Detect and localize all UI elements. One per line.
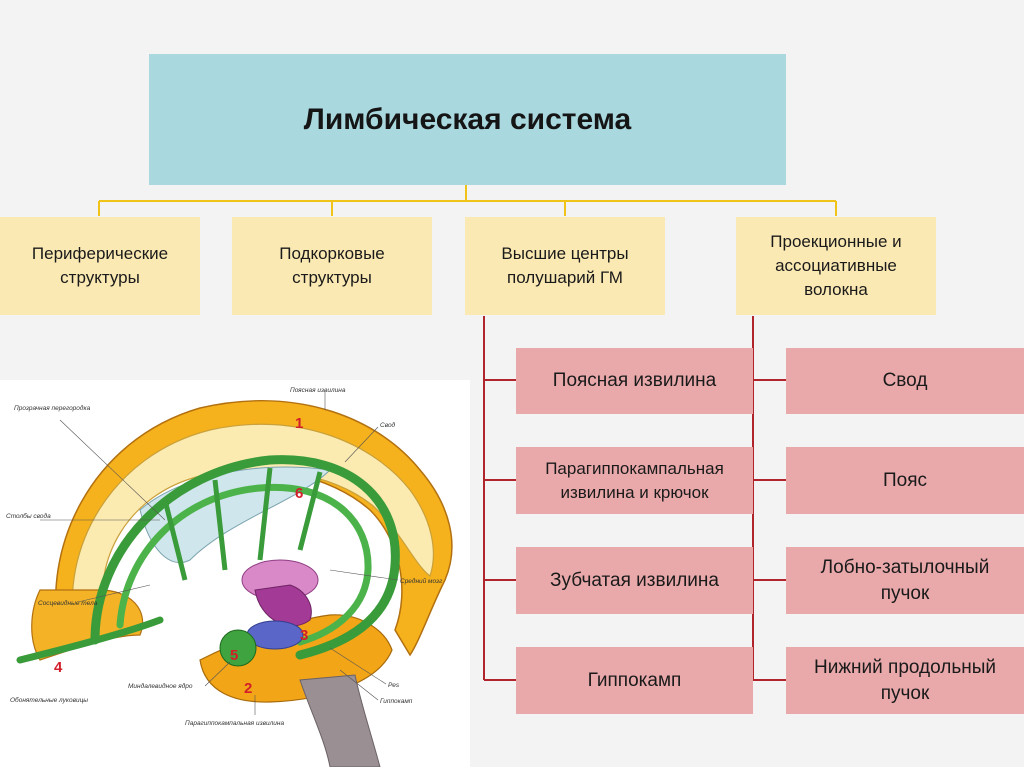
tree-connectors [98,185,837,216]
category-subcortical: Подкорковые структуры [232,217,432,315]
item-fornix: Свод [786,348,1024,414]
category-fibers: Проекционные и ассоциативные волокна [736,217,936,315]
fornix-inner [116,483,372,646]
number-6: 6 [295,485,303,502]
label-hippocampus: Гиппокамп [380,698,413,705]
item-cingulum: Пояс [786,447,1024,514]
brainstem-shape [299,674,381,767]
category-higher-centers: Высшие центры полушарий ГМ [465,217,665,315]
brain-illustration: Поясная извилина Прозрачная перегородка … [0,380,470,767]
label-parahippocampal: Парагиппокампальная извилина [185,720,284,727]
number-3: 3 [300,627,308,644]
fornix-outer [90,455,400,660]
item-parahippocampal-gyrus: Парагиппокампальная извилина и крючок [516,447,753,514]
label-olfactory: Обонятельные луковицы [10,696,88,704]
item-cingulate-gyrus: Поясная извилина [516,348,753,414]
number-2: 2 [244,680,252,697]
number-4: 4 [54,659,63,676]
pink-nucleus [254,584,312,627]
item-hippocampus: Гиппокамп [516,647,753,714]
number-1: 1 [295,415,303,432]
label-septum: Прозрачная перегородка [14,404,91,412]
diagram-title: Лимбическая система [149,54,786,185]
label-mamillary: Сосцевидные тела [38,599,98,607]
fornix-bridges [162,467,323,581]
label-midbrain: Средний мозг [400,577,443,585]
label-columns: Столбы свода [6,512,51,520]
number-5: 5 [230,647,238,664]
item-fronto-occipital-fasciculus: Лобно-затылочный пучок [786,547,1024,614]
label-fornix: Свод [380,421,396,429]
amygdala-shape [219,629,257,667]
item-inferior-longitudinal-fasciculus: Нижний продольный пучок [786,647,1024,714]
item-dentate-gyrus: Зубчатая извилина [516,547,753,614]
bracket-connectors [483,316,786,681]
label-amygdala: Миндалевидное ядро [128,682,193,690]
category-peripheral: Периферические структуры [0,217,200,315]
label-fimbria: Реs [388,682,400,689]
label-cingulate: Поясная извилина [290,387,346,394]
olfactory-tract [16,616,164,664]
